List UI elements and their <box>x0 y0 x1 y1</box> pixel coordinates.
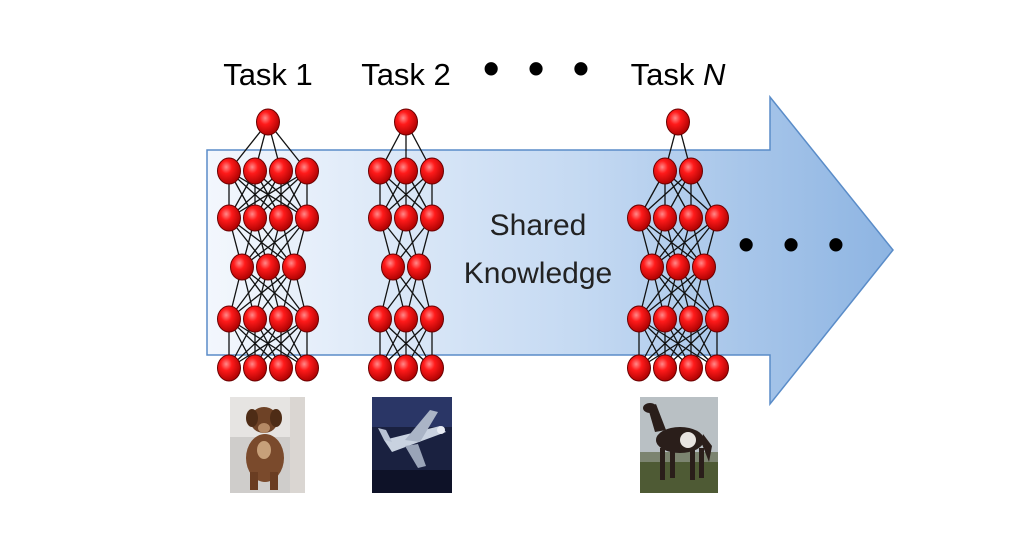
network-task-2 <box>368 108 444 382</box>
network-node <box>640 253 664 281</box>
network-node <box>256 108 280 136</box>
task-1-label: Task 1 <box>223 57 313 92</box>
horse-image-thumbnail <box>640 397 718 493</box>
network-connection <box>638 266 705 320</box>
network-node <box>653 305 677 333</box>
network-node <box>243 157 267 185</box>
network-node <box>282 253 306 281</box>
trailing-ellipsis: • • • <box>738 218 852 270</box>
network-node <box>295 354 319 382</box>
network-node <box>217 305 241 333</box>
network-node <box>381 253 405 281</box>
network-node <box>407 253 431 281</box>
network-node <box>705 204 729 232</box>
shared-knowledge-label-line2: Knowledge <box>464 257 612 290</box>
network-node <box>269 354 293 382</box>
network-node <box>368 204 392 232</box>
network-node <box>420 305 444 333</box>
network-node <box>653 354 677 382</box>
network-connection <box>241 217 308 268</box>
network-connection <box>228 318 308 369</box>
network-node <box>368 305 392 333</box>
network-node <box>627 305 651 333</box>
network-connection <box>638 318 718 369</box>
dog-image-thumbnail <box>230 397 305 493</box>
network-node <box>394 108 418 136</box>
network-node <box>256 253 280 281</box>
network-node <box>420 354 444 382</box>
network-node <box>295 204 319 232</box>
network-node <box>295 305 319 333</box>
network-node <box>217 157 241 185</box>
network-node <box>243 204 267 232</box>
network-node <box>705 305 729 333</box>
network-node <box>217 354 241 382</box>
network-node <box>627 354 651 382</box>
network-node <box>653 204 677 232</box>
task-2-label: Task 2 <box>361 57 451 92</box>
airplane-image-thumbnail <box>372 397 452 493</box>
network-node <box>368 157 392 185</box>
header-ellipsis: • • • <box>483 42 597 94</box>
network-node <box>627 204 651 232</box>
network-node <box>295 157 319 185</box>
network-task-1 <box>217 108 319 382</box>
task-n-label: Task N <box>631 57 726 92</box>
network-node <box>269 157 293 185</box>
network-node <box>368 354 392 382</box>
network-connection <box>228 266 295 320</box>
task-n-prefix: Task <box>631 57 703 92</box>
network-connection <box>651 217 718 268</box>
shared-knowledge-label-line1: Shared <box>490 209 587 242</box>
network-node <box>692 253 716 281</box>
network-node <box>705 354 729 382</box>
neural-networks <box>217 108 729 382</box>
network-node <box>394 305 418 333</box>
network-node <box>666 253 690 281</box>
network-node <box>420 157 444 185</box>
network-node <box>679 354 703 382</box>
network-node <box>420 204 444 232</box>
network-node <box>269 204 293 232</box>
task-n-variable: N <box>703 57 726 92</box>
network-node <box>269 305 293 333</box>
network-node <box>394 157 418 185</box>
network-node <box>243 305 267 333</box>
network-node <box>679 305 703 333</box>
network-connection <box>228 170 308 219</box>
network-task-n <box>627 108 729 382</box>
network-node <box>243 354 267 382</box>
network-node <box>217 204 241 232</box>
network-node <box>653 157 677 185</box>
network-node <box>666 108 690 136</box>
network-node <box>679 157 703 185</box>
network-node <box>394 354 418 382</box>
network-node <box>394 204 418 232</box>
network-node <box>230 253 254 281</box>
network-node <box>679 204 703 232</box>
